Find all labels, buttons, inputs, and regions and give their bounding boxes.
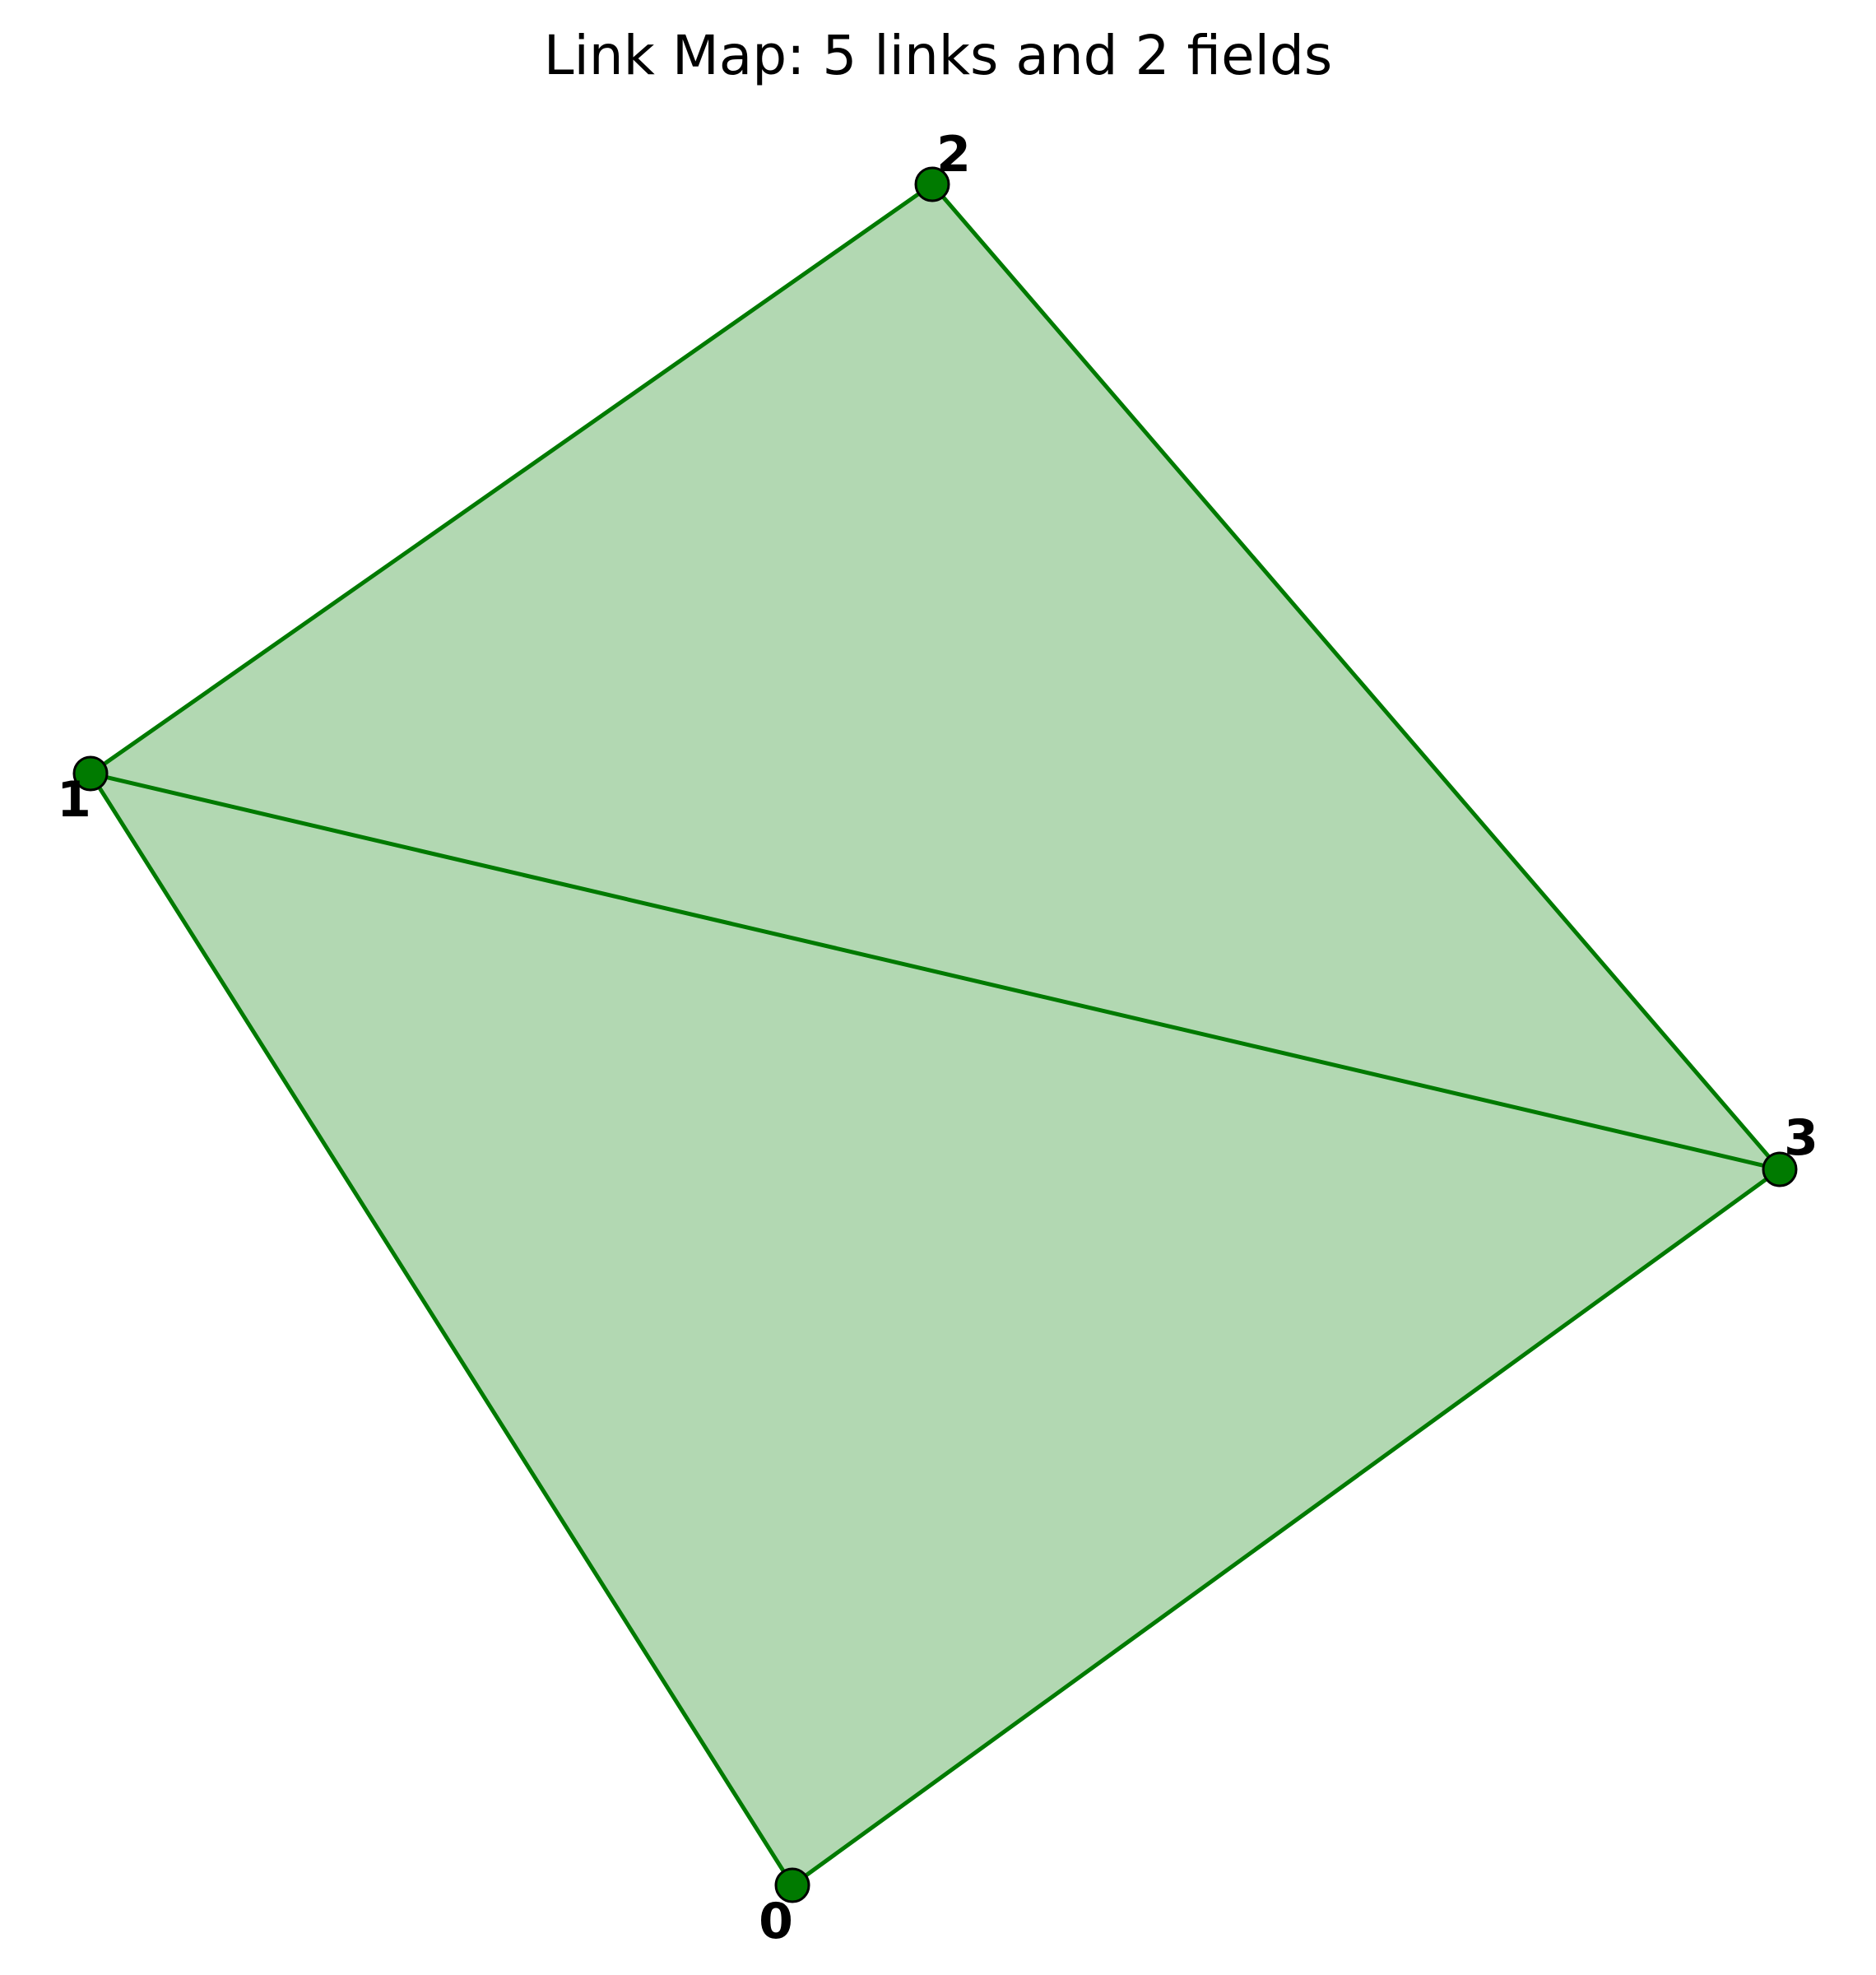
link-1-3 xyxy=(88,771,1782,1172)
field-0-1-3 xyxy=(91,774,1780,1885)
link-1-2 xyxy=(88,182,935,776)
portal-label-3: 3 xyxy=(1784,1109,1818,1167)
portal-labels-layer: 0 1 2 3 xyxy=(57,126,1818,1950)
link-2-3 xyxy=(930,182,1782,1172)
link-0-3 xyxy=(790,1167,1782,1888)
portal-2 xyxy=(914,166,950,202)
diagram-title: Link Map: 5 links and 2 fields xyxy=(544,24,1333,87)
portal-label-1: 1 xyxy=(57,771,91,829)
links-layer xyxy=(88,182,1782,1888)
portal-label-2: 2 xyxy=(936,126,971,184)
field-1-2-3 xyxy=(91,184,1780,1169)
portal-0 xyxy=(774,1867,810,1903)
fields-layer xyxy=(91,184,1780,1885)
portal-1 xyxy=(72,755,109,792)
link-0-1 xyxy=(88,771,795,1888)
portals-layer xyxy=(72,166,1798,1903)
portal-3 xyxy=(1762,1151,1798,1187)
portal-label-0: 0 xyxy=(759,1893,793,1950)
